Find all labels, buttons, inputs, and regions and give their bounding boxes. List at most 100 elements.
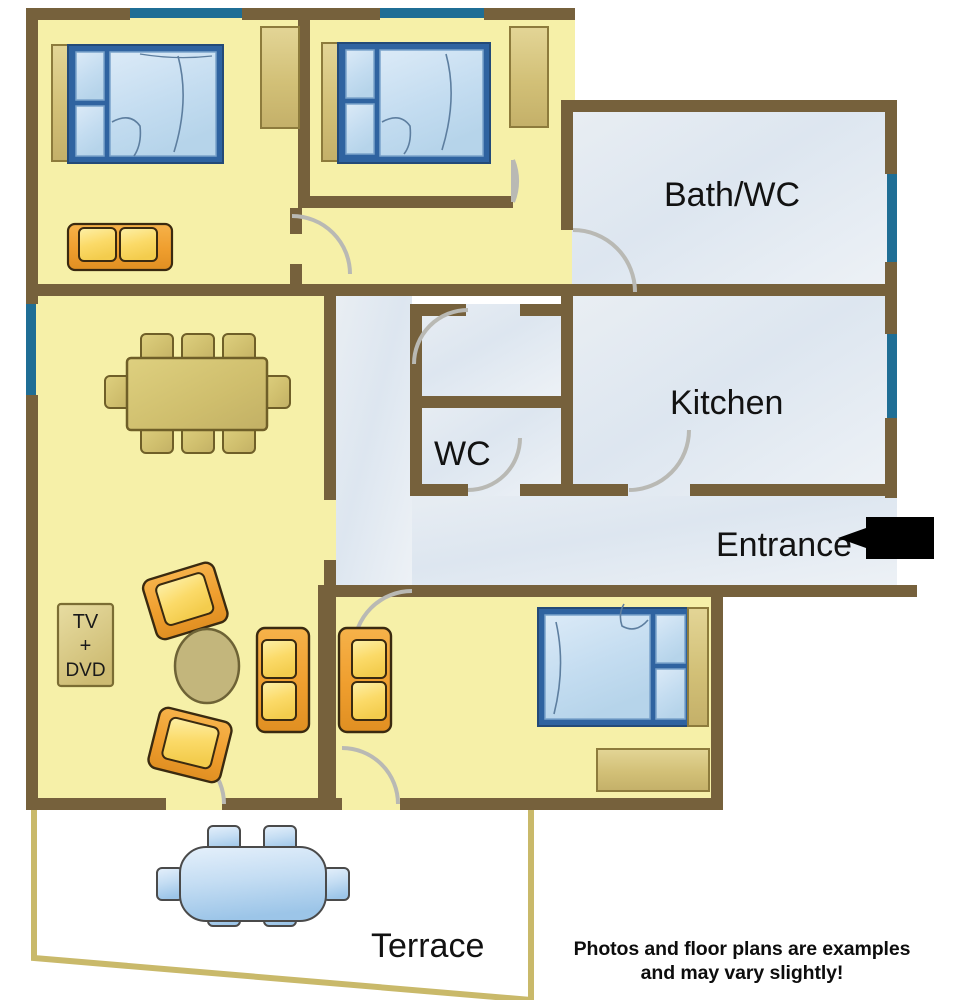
disclaimer-line-1: Photos and floor plans are examples bbox=[573, 938, 911, 961]
bed-1-crease2 bbox=[139, 53, 213, 59]
wall-top-c bbox=[484, 8, 575, 20]
armchair-lower bbox=[147, 706, 233, 784]
dresser-bedroom-3 bbox=[596, 748, 710, 792]
furniture-bedroom-2 bbox=[321, 26, 549, 164]
wall-wc-right bbox=[561, 304, 573, 408]
sofa-living-right bbox=[337, 626, 393, 734]
wall-wc-bottom-b bbox=[520, 484, 573, 496]
dining-set bbox=[104, 333, 291, 454]
window-top-2 bbox=[378, 8, 486, 18]
corridor-upper-floor bbox=[290, 196, 575, 296]
room-hallway-floor bbox=[336, 496, 897, 592]
wall-bottom-b bbox=[222, 798, 342, 810]
door-kitchen bbox=[628, 429, 691, 492]
window-right-2 bbox=[887, 330, 897, 420]
label-wc: WC bbox=[434, 435, 491, 473]
wall-bath-top bbox=[572, 100, 897, 112]
wall-wc-divider bbox=[410, 396, 573, 408]
bed-2-pillow-top bbox=[345, 49, 375, 99]
bed-2-duvet bbox=[379, 49, 484, 157]
wall-wc-top-b bbox=[520, 304, 573, 316]
wall-left-lower bbox=[26, 395, 38, 810]
walls bbox=[26, 8, 917, 810]
wall-top-b bbox=[242, 8, 380, 20]
door-inner-hall bbox=[412, 308, 469, 365]
wall-kitchen-bottom-b bbox=[690, 484, 897, 496]
door-bedroom3-bottom bbox=[341, 746, 400, 805]
bed-1-crease bbox=[173, 55, 184, 153]
wall-left-upper bbox=[26, 8, 38, 304]
tv-label-line3: DVD bbox=[65, 660, 105, 681]
bed-3-crease bbox=[553, 621, 562, 715]
wall-bottom-a bbox=[26, 798, 166, 810]
bed-1-pillow-top bbox=[75, 51, 105, 101]
wall-corridor-stub-b bbox=[290, 264, 302, 296]
label-kitchen: Kitchen bbox=[670, 384, 783, 422]
bed-3-headboard bbox=[687, 607, 709, 727]
label-bath-wc: Bath/WC bbox=[664, 176, 800, 214]
window-right-1 bbox=[887, 172, 897, 264]
bed-1-duvet bbox=[109, 51, 217, 157]
wall-right-a bbox=[885, 100, 897, 174]
wall-right-b bbox=[885, 262, 897, 334]
label-entrance: Entrance bbox=[716, 526, 852, 564]
bed-2-fold bbox=[381, 117, 412, 155]
armchair-upper bbox=[141, 561, 229, 641]
wall-living-top-b bbox=[336, 284, 573, 296]
dining-table bbox=[125, 356, 269, 432]
wall-living-top bbox=[26, 284, 336, 296]
window-left-1 bbox=[26, 303, 36, 397]
door-bedroom1 bbox=[291, 214, 352, 275]
bed-1-fold bbox=[111, 117, 142, 157]
coffee-table-oval bbox=[173, 627, 241, 705]
label-terrace: Terrace bbox=[371, 927, 484, 965]
wall-living-right-b bbox=[324, 560, 336, 810]
bed-3-pillow-top bbox=[655, 614, 686, 664]
terrace-table bbox=[179, 846, 327, 922]
sofa-living-left bbox=[255, 626, 311, 734]
window-top-1 bbox=[128, 8, 244, 18]
wall-kitchen-bottom-a bbox=[561, 484, 628, 496]
wall-bedroom3-top bbox=[318, 585, 723, 597]
bed-2-pillow-bottom bbox=[345, 103, 375, 155]
wall-bedroom1-right bbox=[298, 8, 310, 208]
disclaimer-note: Photos and floor plans are examples and … bbox=[537, 938, 947, 986]
bed-2-crease bbox=[441, 53, 452, 151]
bed-1-pillow-bottom bbox=[75, 105, 105, 157]
disclaimer-line-2: and may vary slightly! bbox=[640, 962, 844, 985]
terrace-outline bbox=[31, 810, 534, 1000]
wall-hall-bottom-right bbox=[711, 585, 917, 597]
living-seating bbox=[141, 561, 393, 784]
room-kitchen-floor bbox=[572, 296, 897, 496]
wall-bedroom2-bottom-a bbox=[298, 196, 513, 208]
room-hallway-floor-left bbox=[336, 296, 412, 596]
wall-right-c bbox=[885, 418, 897, 498]
tv-dvd-unit: TV + DVD bbox=[56, 602, 115, 688]
entrance-arrow-icon bbox=[838, 517, 934, 559]
wall-wc-bottom-a bbox=[410, 484, 468, 496]
terrace-area bbox=[31, 810, 534, 1000]
wall-bottom-c bbox=[400, 798, 723, 810]
bed-3-pillow-bottom bbox=[655, 668, 686, 720]
wardrobe-2 bbox=[509, 26, 549, 128]
wall-bedroom2-bottom-b bbox=[561, 196, 573, 230]
wardrobe-1 bbox=[260, 26, 300, 129]
wall-corridor-stub-a bbox=[290, 208, 302, 234]
door-bath bbox=[572, 228, 637, 293]
terrace-table-set bbox=[156, 825, 350, 927]
wall-bedroom3-right bbox=[711, 585, 723, 810]
room-wc-floor bbox=[410, 396, 573, 496]
tv-label-line2: + bbox=[80, 635, 92, 657]
bed-3-fold bbox=[619, 603, 649, 630]
wall-bath-kitchen-divider bbox=[561, 284, 897, 296]
wall-living-right-a bbox=[324, 296, 336, 500]
room-inner-hall-floor bbox=[410, 304, 573, 396]
furniture-bedroom-1 bbox=[51, 26, 300, 272]
sofa-bedroom-1 bbox=[66, 222, 174, 272]
door-wc bbox=[467, 437, 522, 492]
windows bbox=[26, 8, 897, 420]
bed-3-duvet bbox=[544, 614, 651, 720]
furniture-bedroom-3 bbox=[537, 603, 710, 792]
